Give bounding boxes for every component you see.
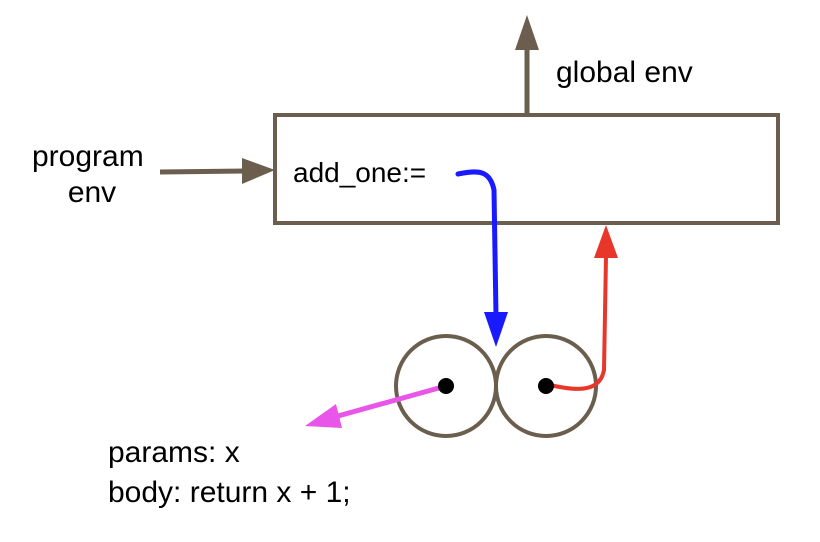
program-env-label-line1: program [32,140,144,173]
program-env-arrow-shaft [159,168,247,175]
params-label: params: x [108,436,240,469]
body-label: body: return x + 1; [108,476,351,509]
params-pointer-arrow-shaft [335,383,449,419]
left-pointer-dot [438,378,454,394]
program-env-arrowhead [242,158,275,184]
binding-arrowhead [484,312,508,347]
program-env-frame [273,113,780,225]
right-pointer-dot [538,378,554,394]
program-env-label: program env [32,140,152,209]
global-env-label: global env [556,56,693,89]
binding-arrow-path [455,169,499,319]
env-pointer-arrowhead [594,225,618,258]
program-env-label-line2: env [68,176,116,209]
env-pointer-arrow-path [544,254,608,391]
binding-label: add_one:= [293,157,426,188]
global-env-arrowhead [515,15,539,50]
params-pointer-arrowhead [305,404,342,428]
